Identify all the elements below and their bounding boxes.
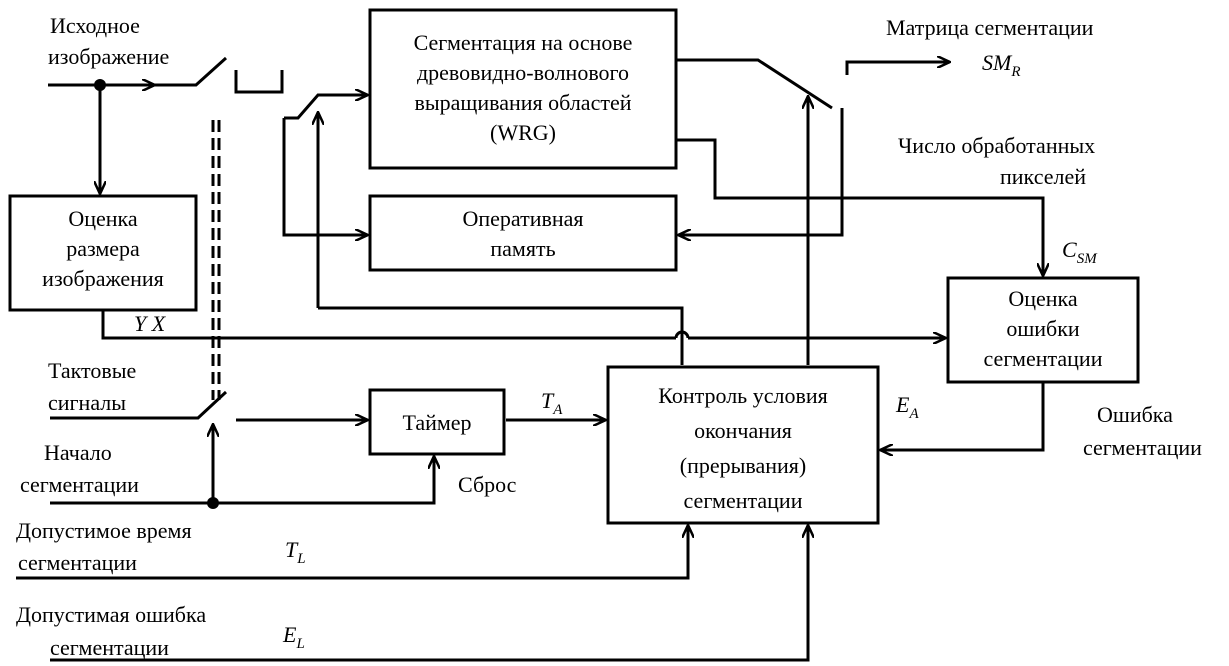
e-a-symbol: EA — [895, 392, 919, 422]
size-estimation-line-3: изображения — [42, 266, 164, 291]
allowed-time-label-2: сегментации — [18, 550, 137, 575]
yx-label: Y X — [134, 311, 167, 336]
seg-error-label-2: сегментации — [1083, 435, 1202, 460]
yx-crossover — [674, 330, 690, 339]
control-to-input-switch-line — [318, 306, 684, 365]
error-estimation-line-2: ошибки — [1006, 316, 1080, 341]
clock-switch-in — [50, 390, 228, 420]
clock-label-1: Тактовые — [48, 358, 136, 383]
control-line-3: (прерывания) — [680, 453, 807, 478]
seg-error-label-1: Ошибка — [1097, 402, 1173, 427]
error-to-control-arrow — [880, 382, 1045, 450]
control-line-4: сегментации — [684, 488, 803, 513]
control-line-1: Контроль условия — [658, 383, 827, 408]
source-image-label-1: Исходное — [50, 13, 140, 38]
processed-pixels-label-1: Число обработанных — [898, 133, 1095, 158]
e-l-symbol: EL — [282, 622, 305, 652]
allowed-error-arrow — [50, 525, 808, 662]
wrg-line-3: выращивания областей — [415, 90, 632, 115]
source-image-label-2: изображение — [48, 44, 169, 69]
switch-to-ram-back-arrow — [678, 108, 844, 235]
size-estimation-line-1: Оценка — [68, 206, 138, 231]
allowed-time-label-1: Допустимое время — [16, 518, 192, 543]
clock-label-2: сигналы — [48, 390, 126, 415]
error-estimation-line-1: Оценка — [1008, 286, 1078, 311]
start-to-timer-reset-arrow — [50, 456, 434, 505]
error-estimation-block — [946, 276, 1140, 384]
output-matrix-arrow — [845, 62, 950, 75]
control-line-2: окончания — [694, 418, 792, 443]
size-estimation-line-2: размера — [66, 236, 140, 261]
t-l-symbol: TL — [285, 537, 306, 567]
allowed-error-label-1: Допустимая ошибка — [16, 602, 206, 627]
timer-block — [368, 388, 506, 456]
switch-to-ram-arrow — [282, 118, 368, 235]
c-sm-symbol: CSM — [1062, 237, 1098, 267]
wrg-line-1: Сегментация на основе — [414, 30, 633, 55]
ram-line-2: память — [490, 236, 555, 261]
processed-pixels-label-2: пикселей — [1000, 164, 1086, 189]
source-switch-in — [155, 56, 228, 87]
control-block — [606, 365, 880, 525]
output-matrix-label: Матрица сегментации — [886, 15, 1094, 40]
wrg-output-line — [676, 58, 833, 110]
source-switch-contact — [234, 70, 284, 94]
ram-block — [368, 194, 678, 272]
error-estimation-line-3: сегментации — [984, 346, 1103, 371]
processed-pixels-arrow — [676, 138, 1043, 276]
ram-line-1: Оперативная — [462, 206, 583, 231]
start-label-1: Начало — [44, 440, 112, 465]
switch-to-wrg-arrow — [284, 95, 368, 120]
wrg-block — [368, 8, 678, 170]
start-label-2: сегментации — [20, 472, 139, 497]
allowed-error-label-2: сегментации — [50, 635, 169, 660]
allowed-time-arrow — [16, 525, 688, 580]
size-estimation-block — [8, 194, 198, 312]
wrg-line-2: древовидно-волнового — [417, 60, 629, 85]
yx-line-a — [101, 310, 676, 340]
output-symbol: SMR — [982, 50, 1021, 80]
t-a-symbol: TA — [541, 388, 563, 418]
timer-label: Таймер — [402, 410, 471, 435]
wrg-line-4: (WRG) — [490, 120, 556, 145]
reset-label: Сброс — [458, 472, 517, 497]
